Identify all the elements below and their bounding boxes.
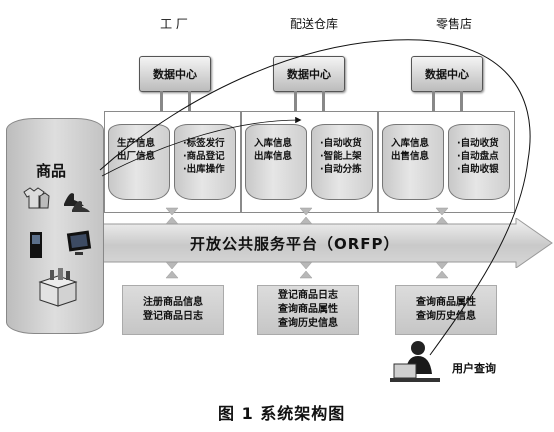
drum-line: ·自动收货 [320, 138, 362, 149]
platform-arrow [96, 218, 553, 268]
shoes-icon [64, 193, 90, 212]
drum-line: ·智能上架 [320, 151, 362, 162]
service-box-query: 查询商品属性 查询历史信息 [395, 285, 497, 335]
info-drum-warehouse-left: 入库信息 出库信息 [245, 124, 307, 200]
service-line: 登记商品日志 [278, 290, 338, 301]
column-title-factory: 工 厂 [160, 17, 188, 31]
drum-line: 入库信息 [391, 138, 430, 149]
data-center-factory: 数据中心 [139, 56, 211, 92]
drum-line: ·商品登记 [183, 151, 225, 162]
product-label: 商品 [36, 162, 67, 180]
down-arrow-icon [435, 207, 449, 216]
drum-line: 入库信息 [254, 138, 293, 149]
service-line: 查询历史信息 [278, 318, 338, 329]
user-icon [390, 341, 440, 382]
monitor-icon [66, 230, 92, 255]
connector [294, 91, 297, 119]
service-box-register: 注册商品信息 登记商品日志 [122, 285, 224, 335]
data-center-warehouse: 数据中心 [273, 56, 345, 92]
drum-line: ·标签发行 [183, 138, 225, 149]
product-flow-arrow [101, 116, 302, 177]
service-line: 查询历史信息 [416, 311, 476, 322]
info-drum-factory-left: 生产信息 出厂信息 [108, 124, 170, 200]
connector [432, 91, 435, 119]
service-line: 查询商品属性 [278, 304, 338, 315]
clothing-icon [23, 187, 50, 209]
info-drum-retail-left: 入库信息 出售信息 [382, 124, 444, 200]
service-line: 登记商品日志 [143, 311, 203, 322]
service-box-log: 登记商品日志 查询商品属性 查询历史信息 [257, 285, 359, 335]
data-center-retail: 数据中心 [411, 56, 483, 92]
drum-line: ·出库操作 [183, 164, 225, 175]
drum-line: ·自动盘点 [457, 151, 499, 162]
service-line: 注册商品信息 [143, 297, 203, 308]
info-drum-factory-right: ·标签发行 ·商品登记 ·出库操作 [174, 124, 236, 200]
info-drum-retail-right: ·自动收货 ·自动盘点 ·自助收银 [448, 124, 510, 200]
box-icon [38, 268, 78, 307]
platform-label: 开放公共服务平台（ORFP） [190, 235, 400, 253]
drum-line: ·自动收货 [457, 138, 499, 149]
service-line: 查询商品属性 [416, 297, 476, 308]
connector [460, 91, 463, 119]
connector [322, 91, 325, 119]
drum-line: ·自动分拣 [320, 164, 362, 175]
column-title-retail: 零售店 [435, 17, 472, 31]
drum-line: 出售信息 [391, 151, 430, 162]
info-drum-warehouse-right: ·自动收货 ·智能上架 ·自动分拣 [311, 124, 373, 200]
down-arrow-icon [165, 207, 179, 216]
product-icons [23, 187, 92, 307]
figure-caption: 图 1 系统架构图 [218, 404, 346, 423]
column-title-warehouse: 配送仓库 [289, 17, 338, 31]
up-arrow-icon [435, 270, 449, 279]
user-query-label: 用户查询 [452, 362, 496, 375]
drum-line: 生产信息 [117, 138, 156, 149]
drum-line: 出库信息 [254, 151, 293, 162]
up-arrow-icon [299, 270, 313, 279]
trace-curve-arrow [99, 39, 531, 356]
connector [160, 91, 163, 119]
drum-line: ·自助收银 [457, 164, 499, 175]
up-arrow-icon [165, 270, 179, 279]
phone-icon [30, 232, 42, 258]
drum-line: 出厂信息 [117, 151, 156, 162]
down-arrow-icon [299, 207, 313, 216]
